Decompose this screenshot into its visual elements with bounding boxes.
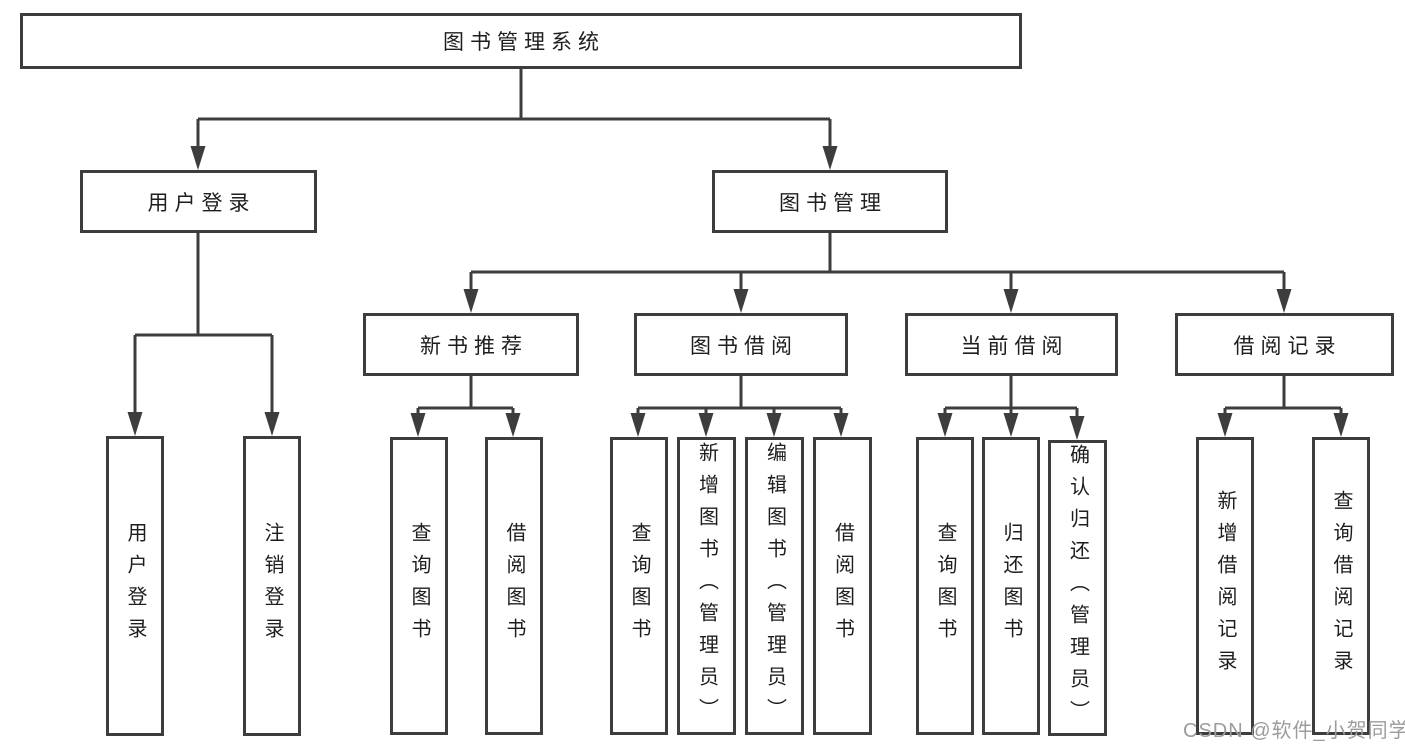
connector-book-borrow-branch [630, 376, 849, 437]
leaf-borrow-borrow-books: 借阅图书 [813, 437, 872, 735]
connector-user-login-branch [127, 233, 280, 436]
connector-root-to-level2 [190, 68, 838, 170]
leaf-newbook-borrow-books-label: 借阅图书 [503, 522, 525, 650]
leaf-borrow-edit-books-admin-label: 编辑图书（管理员） [763, 442, 786, 730]
node-book-management-system-label: 图书管理系统 [443, 31, 605, 54]
leaf-records-query-record: 查询借阅记录 [1312, 437, 1370, 735]
connector-new-book-branch [410, 376, 521, 437]
leaf-logout-login-label: 注销登录 [261, 522, 283, 650]
leaf-current-query-books-label: 查询图书 [934, 522, 956, 650]
node-user-login: 用户登录 [80, 170, 317, 233]
leaf-borrow-add-books-admin-label: 新增图书（管理员） [695, 442, 718, 730]
leaf-current-return-books-label: 归还图书 [1000, 522, 1022, 650]
node-current-borrow: 当前借阅 [905, 313, 1118, 376]
node-book-borrow-label: 图书借阅 [690, 334, 798, 358]
node-current-borrow-label: 当前借阅 [960, 334, 1069, 358]
leaf-logout-login: 注销登录 [243, 436, 301, 736]
node-book-management: 图书管理 [712, 170, 948, 233]
node-new-book-recommend: 新书推荐 [363, 313, 579, 376]
leaf-borrow-borrow-books-label: 借阅图书 [831, 522, 854, 650]
node-borrow-records: 借阅记录 [1175, 313, 1394, 376]
leaf-current-return-books: 归还图书 [982, 437, 1040, 735]
connector-current-borrow-branch [937, 376, 1085, 440]
leaf-newbook-query-books-label: 查询图书 [408, 522, 430, 650]
node-book-management-system: 图书管理系统 [20, 13, 1022, 69]
leaf-borrow-query-books-label: 查询图书 [628, 522, 650, 650]
leaf-user-login-label: 用户登录 [124, 522, 146, 650]
connector-borrow-records-branch [1217, 376, 1349, 437]
leaf-newbook-query-books: 查询图书 [390, 437, 448, 735]
leaf-current-confirm-return-admin: 确认归还（管理员） [1048, 440, 1107, 736]
leaf-borrow-edit-books-admin: 编辑图书（管理员） [745, 437, 804, 735]
leaf-current-confirm-return-admin-label: 确认归还（管理员） [1066, 444, 1089, 732]
csdn-watermark: CSDN @软件_小贺同学 [1183, 720, 1405, 742]
leaf-user-login: 用户登录 [106, 436, 164, 736]
leaf-records-add-record-label: 新增借阅记录 [1214, 490, 1236, 682]
connector-book-management-branch [463, 233, 1292, 313]
leaf-borrow-add-books-admin: 新增图书（管理员） [677, 437, 736, 735]
node-user-login-label: 用户登录 [147, 191, 256, 215]
node-book-management-label: 图书管理 [779, 191, 887, 215]
node-new-book-recommend-label: 新书推荐 [420, 334, 528, 358]
leaf-newbook-borrow-books: 借阅图书 [485, 437, 543, 735]
leaf-records-query-record-label: 查询借阅记录 [1330, 490, 1352, 682]
node-borrow-records-label: 借阅记录 [1233, 334, 1342, 358]
node-book-borrow: 图书借阅 [634, 313, 848, 376]
leaf-borrow-query-books: 查询图书 [610, 437, 668, 735]
leaf-records-add-record: 新增借阅记录 [1196, 437, 1254, 735]
leaf-current-query-books: 查询图书 [916, 437, 974, 735]
